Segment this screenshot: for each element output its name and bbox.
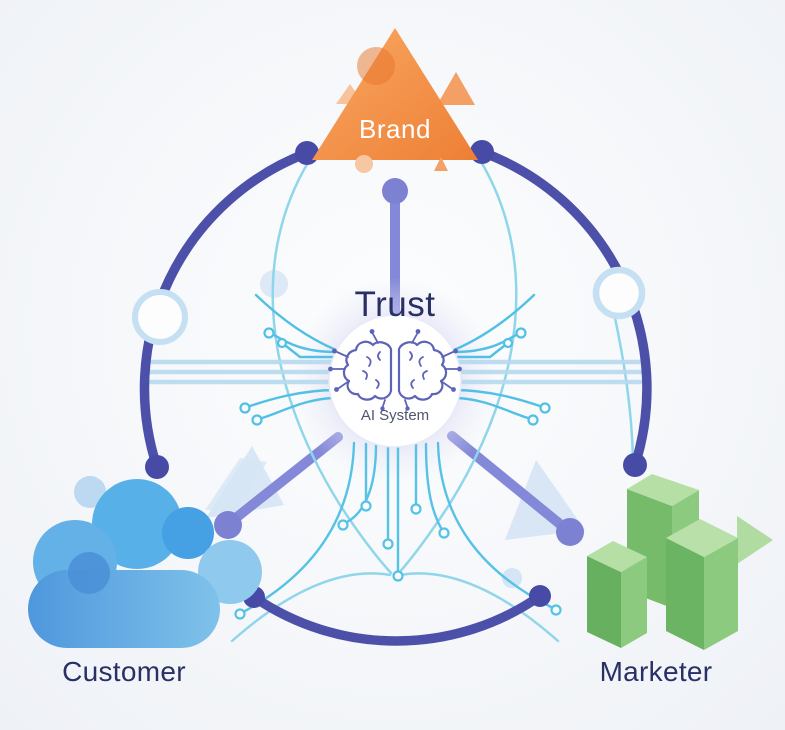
circuit-trace (243, 441, 356, 613)
arc-customer-marketer (249, 591, 545, 646)
soft-circle (502, 568, 522, 588)
brain-folds (362, 351, 428, 389)
marketer-label: Marketer (600, 656, 713, 687)
circuit-terminal (337, 519, 349, 531)
circuit-trace (452, 293, 536, 352)
bar-block-right (666, 519, 738, 650)
brand-label: Brand (359, 114, 431, 144)
brand-deco-circle (355, 155, 373, 173)
cloud-inner-circle (68, 552, 110, 594)
brain-right-lobe (397, 340, 448, 401)
circuit-terminal (438, 527, 450, 539)
circuit-trace (345, 443, 378, 524)
brain-circuit-pins (332, 333, 458, 407)
circuit-traces-right (451, 293, 649, 426)
node-customer: Customer (28, 476, 262, 687)
circuit-traces-left (141, 293, 339, 426)
block-face (666, 519, 738, 557)
circuit-terminal (392, 570, 404, 582)
node-marketer: Marketer (587, 474, 773, 687)
brain-left-lobe (342, 340, 393, 401)
spoke-dot (214, 511, 242, 539)
circuit-trace (284, 344, 338, 359)
circuit-terminal (239, 402, 251, 414)
spoke-dot (556, 518, 584, 546)
arc-ring-nodes (132, 266, 646, 345)
ring-node-left (132, 289, 188, 345)
circuit-terminal (515, 327, 527, 339)
block-face (627, 474, 699, 506)
arc-dot (529, 585, 551, 607)
deco-parallelogram (205, 458, 267, 512)
flow-curve-right (397, 158, 518, 575)
circuit-terminal (234, 608, 246, 620)
flow-curve-echo (613, 316, 635, 462)
arc-dot (295, 141, 319, 165)
circuit-terminal (276, 337, 288, 349)
circuit-trace (248, 388, 338, 408)
arc-dot (145, 455, 169, 479)
circuit-trace (254, 293, 338, 352)
flow-curve-left (271, 159, 393, 575)
hub-spoke-dots (214, 178, 584, 546)
node-brand: Brand (312, 28, 478, 173)
cloud-puff (198, 540, 262, 604)
customer-label: Customer (62, 656, 186, 687)
cloud-puff (74, 476, 106, 508)
block-face (587, 541, 647, 572)
circuit-trace (452, 344, 506, 359)
cloud-body (28, 570, 220, 648)
block-face (587, 556, 621, 648)
circuit-terminal (360, 500, 372, 512)
cyan-flow-curves (230, 158, 635, 643)
block-face (666, 538, 704, 650)
circuit-trace (272, 333, 338, 354)
brand-deco-circle (357, 47, 395, 85)
flow-swoop-right (398, 572, 560, 643)
arc-brand-customer (139, 148, 312, 472)
circuit-terminal (263, 327, 275, 339)
circuit-trace (452, 333, 518, 354)
circuit-trace (452, 388, 542, 408)
circuit-terminal (410, 503, 422, 515)
circuit-trace (260, 396, 338, 420)
block-face (621, 557, 647, 648)
ring-node-right (592, 266, 646, 320)
cloud-puff (162, 507, 214, 559)
brain-circuit-icon (328, 329, 462, 411)
circuit-traces-bottom (234, 441, 562, 620)
block-face (704, 538, 738, 650)
brain-pin-dots (328, 329, 462, 411)
bar-block-left (587, 541, 647, 648)
circuit-terminal (550, 604, 562, 616)
brand-deco-triangle (434, 157, 448, 171)
brand-deco-triangle (437, 72, 475, 105)
circuit-terminal (539, 402, 551, 414)
flow-swoop-left (230, 572, 392, 643)
brand-triangle (312, 28, 478, 160)
circuit-terminal (251, 414, 263, 426)
circuit-trace (424, 442, 443, 530)
cloud-puff (92, 479, 182, 569)
ai-system-label: AI System (361, 407, 429, 424)
circuit-terminal (382, 538, 394, 550)
marketer-deco-triangle (737, 516, 773, 564)
arc-dot (623, 453, 647, 477)
arc-dot (470, 140, 494, 164)
circuit-trace (436, 441, 553, 609)
circuit-trace (452, 396, 530, 420)
ai-hub: AI System (328, 314, 462, 448)
trust-title: Trust (355, 285, 436, 324)
circuit-terminal (502, 337, 514, 349)
circuit-terminal (527, 414, 539, 426)
spoke-dot (382, 178, 408, 204)
